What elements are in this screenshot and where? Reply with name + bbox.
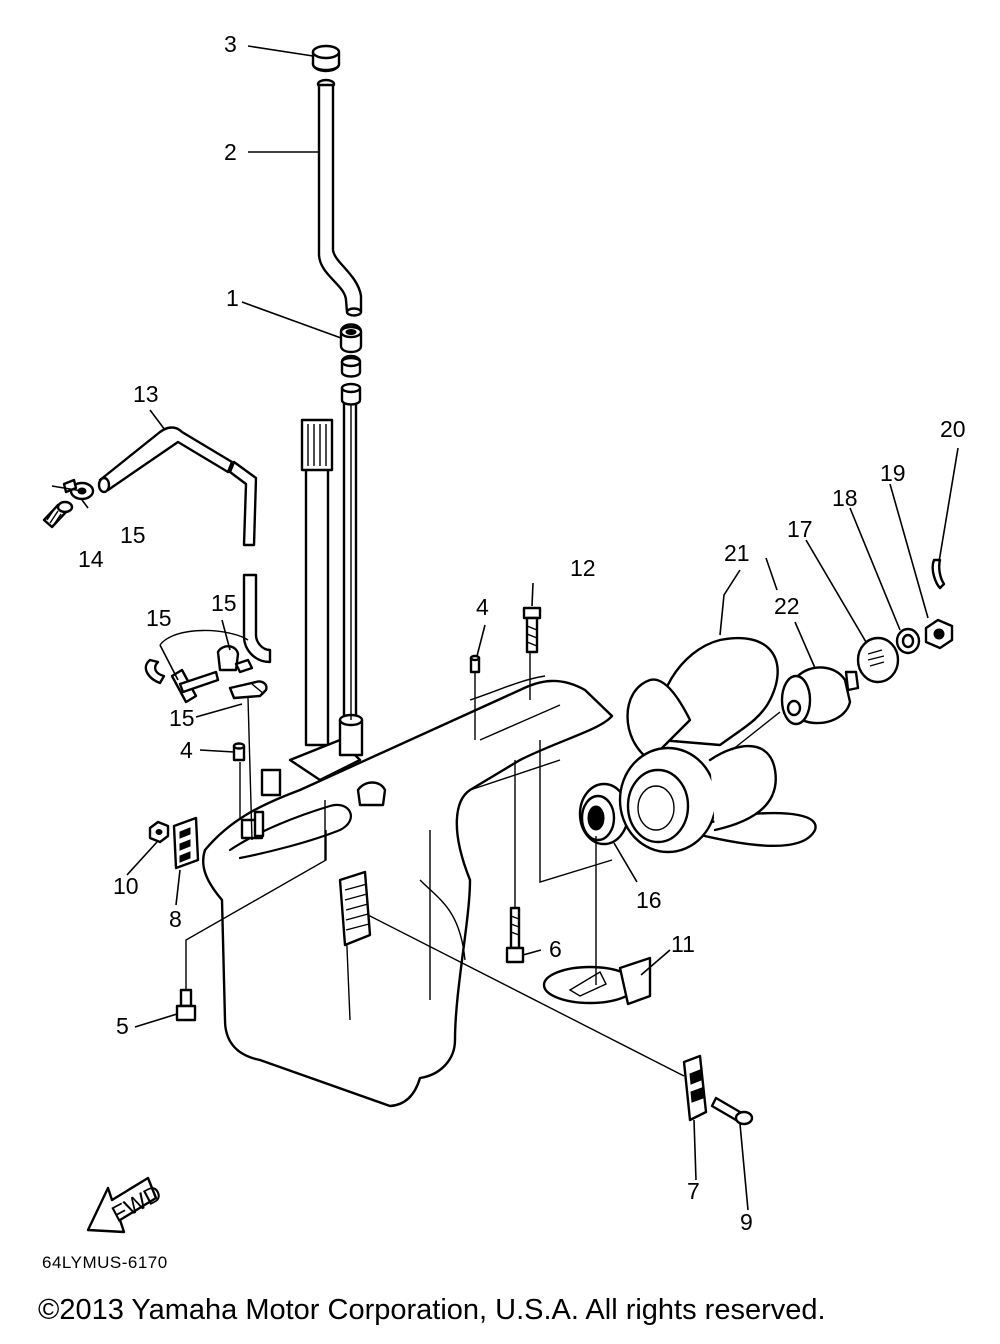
part-7-anode — [682, 1054, 708, 1122]
part-8-bracket — [172, 816, 200, 870]
part-10-nut — [148, 820, 170, 844]
shift-rod — [240, 398, 387, 840]
callout-15-a: 15 — [120, 522, 146, 548]
part-6-bolt — [505, 906, 525, 964]
part-18-washer — [895, 627, 921, 655]
callout-labels: 3 2 1 13 15 14 12 4 15 15 15 4 10 8 5 6 … — [78, 31, 966, 1235]
lower-casing — [201, 675, 614, 1108]
part-16-seal — [578, 782, 630, 846]
part-17-washer — [856, 636, 900, 684]
part-9-bolt — [710, 1096, 754, 1126]
callout-16: 16 — [636, 887, 662, 913]
callout-13: 13 — [133, 381, 159, 407]
part-5-screw — [175, 988, 197, 1022]
callout-22: 22 — [774, 593, 800, 619]
drive-shaft — [288, 418, 362, 782]
leader-lines — [51, 45, 959, 1211]
callout-8: 8 — [169, 906, 182, 932]
part-12-bolt — [522, 606, 542, 654]
callout-15-d: 15 — [169, 705, 195, 731]
callout-10: 10 — [113, 873, 139, 899]
callout-18: 18 — [832, 485, 858, 511]
part-2-water-tube — [316, 78, 363, 317]
callout-11: 11 — [671, 931, 695, 957]
part-19-nut — [924, 618, 954, 650]
part-4-pin-lower — [232, 742, 246, 762]
part-1-grommet — [339, 323, 363, 406]
part-20-cotter-pin — [931, 558, 946, 590]
callout-2: 2 — [224, 139, 237, 165]
callout-20: 20 — [940, 416, 966, 442]
callout-6: 6 — [549, 936, 562, 962]
callout-17: 17 — [787, 516, 813, 542]
copyright-notice: ©2013 Yamaha Motor Corporation, U.S.A. A… — [38, 1294, 826, 1326]
clamp-group — [144, 629, 268, 704]
part-14-screw — [42, 500, 74, 529]
callout-15-c: 15 — [211, 590, 237, 616]
part-13-hose — [97, 426, 272, 664]
callout-4-b: 4 — [180, 737, 193, 763]
fwd-arrow: FWD — [86, 1176, 166, 1234]
callout-14: 14 — [78, 546, 104, 572]
part-21-propeller — [618, 636, 817, 854]
part-4-pin-upper — [469, 654, 481, 674]
callout-15-b: 15 — [146, 605, 172, 631]
part-22-spacer — [780, 666, 860, 726]
callout-5: 5 — [116, 1013, 129, 1039]
callout-21: 21 — [724, 540, 750, 566]
callout-9: 9 — [740, 1209, 753, 1235]
callout-3: 3 — [224, 31, 237, 57]
drawing-code: 64LYMUS-6170 — [42, 1253, 168, 1272]
callout-19: 19 — [880, 460, 906, 486]
part-3-grommet — [311, 44, 341, 73]
callout-12: 12 — [570, 555, 596, 581]
callout-4-a: 4 — [476, 594, 489, 620]
callout-1: 1 — [226, 285, 239, 311]
part-11-trim-tab — [542, 956, 652, 1006]
callout-7: 7 — [687, 1178, 700, 1204]
